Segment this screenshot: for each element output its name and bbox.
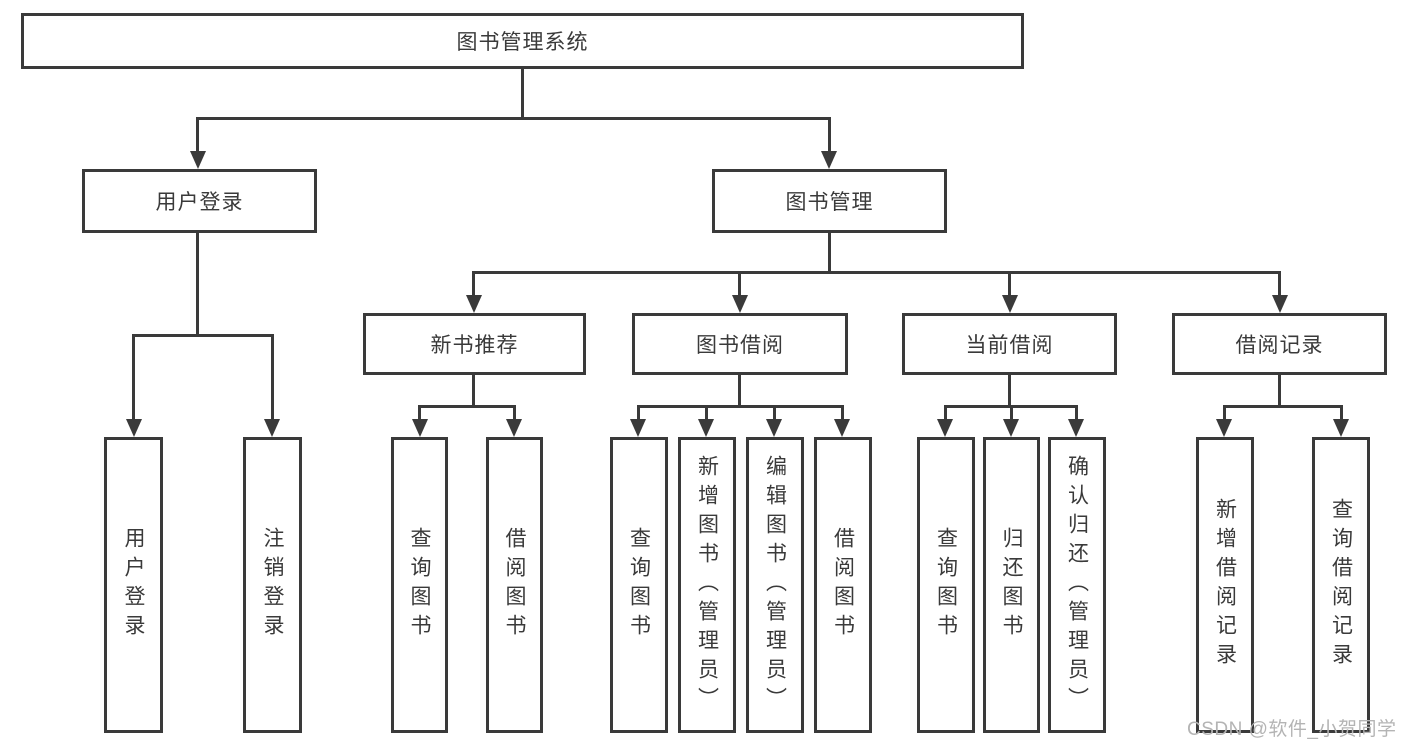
connector-line xyxy=(944,408,947,421)
arrowhead-down-icon xyxy=(630,419,646,437)
leaf-label: 查询图书 xyxy=(934,527,958,643)
node-label: 当前借阅 xyxy=(965,334,1054,357)
leaf-current-query-books: 查询图书 xyxy=(917,437,975,733)
connector-line xyxy=(828,233,831,274)
arrowhead-down-icon xyxy=(264,419,280,437)
leaf-records-query-record: 查询借阅记录 xyxy=(1312,437,1370,733)
connector-line xyxy=(196,117,831,120)
connector-line xyxy=(513,408,516,421)
node-label: 图书借阅 xyxy=(696,334,784,357)
leaf-label: 归还图书 xyxy=(1000,527,1023,643)
arrowhead-down-icon xyxy=(1272,295,1288,313)
connector-line xyxy=(1278,375,1281,408)
arrowhead-down-icon xyxy=(1003,419,1019,437)
connector-line xyxy=(196,120,199,153)
leaf-label: 借阅图书 xyxy=(831,527,855,643)
arrowhead-down-icon xyxy=(466,295,482,313)
node-borrowing-records: 借阅记录 xyxy=(1172,313,1387,375)
leaf-borrow-borrow-books: 借阅图书 xyxy=(814,437,872,733)
connector-line xyxy=(132,334,274,337)
leaf-logout: 注销登录 xyxy=(243,437,302,733)
arrowhead-down-icon xyxy=(1002,295,1018,313)
arrowhead-down-icon xyxy=(937,419,953,437)
leaf-records-add-record: 新增借阅记录 xyxy=(1196,437,1254,733)
connector-line xyxy=(637,408,640,421)
leaf-label: 注销登录 xyxy=(261,527,284,643)
csdn-watermark: CSDN @软件_小贺同学 xyxy=(1187,719,1397,740)
leaf-borrow-add-books-admin: 新增图书（管理员） xyxy=(678,437,736,733)
node-label: 图书管理系统 xyxy=(456,31,589,54)
connector-line xyxy=(828,120,831,153)
connector-line xyxy=(1008,375,1011,408)
leaf-label: 新增借阅记录 xyxy=(1213,498,1237,672)
node-new-book-recommend: 新书推荐 xyxy=(363,313,586,375)
connector-line xyxy=(472,274,475,297)
arrowhead-down-icon xyxy=(126,419,142,437)
connector-line xyxy=(1223,408,1226,421)
connector-line xyxy=(271,337,274,421)
arrowhead-down-icon xyxy=(834,419,850,437)
node-book-borrowing: 图书借阅 xyxy=(632,313,848,375)
arrowhead-down-icon xyxy=(506,419,522,437)
leaf-label: 查询图书 xyxy=(627,527,651,643)
arrowhead-down-icon xyxy=(821,151,837,169)
connector-line xyxy=(1010,408,1013,421)
arrowhead-down-icon xyxy=(1068,419,1084,437)
connector-line xyxy=(472,375,475,408)
leaf-newrec-query-books: 查询图书 xyxy=(391,437,448,733)
connector-line xyxy=(738,375,741,408)
connector-line xyxy=(1223,405,1343,408)
leaf-current-confirm-return-admin: 确认归还（管理员） xyxy=(1048,437,1106,733)
node-label: 图书管理 xyxy=(785,191,874,214)
arrowhead-down-icon xyxy=(1216,419,1232,437)
connector-line xyxy=(418,405,516,408)
node-user-login: 用户登录 xyxy=(82,169,317,233)
leaf-newrec-borrow-books: 借阅图书 xyxy=(486,437,543,733)
leaf-user-login: 用户登录 xyxy=(104,437,163,733)
connector-line xyxy=(1278,274,1281,297)
node-library-system: 图书管理系统 xyxy=(21,13,1024,69)
node-book-management: 图书管理 xyxy=(712,169,947,233)
arrowhead-down-icon xyxy=(732,295,748,313)
connector-line xyxy=(196,233,199,337)
node-label: 新书推荐 xyxy=(430,334,519,357)
leaf-label: 确认归还（管理员） xyxy=(1065,454,1089,716)
leaf-borrow-query-books: 查询图书 xyxy=(610,437,668,733)
leaf-label: 查询图书 xyxy=(408,527,431,643)
connector-line xyxy=(1340,408,1343,421)
connector-line xyxy=(418,408,421,421)
leaf-borrow-edit-books-admin: 编辑图书（管理员） xyxy=(746,437,804,733)
connector-line xyxy=(472,271,1281,274)
leaf-current-return-books: 归还图书 xyxy=(983,437,1040,733)
connector-line xyxy=(738,274,741,297)
connector-line xyxy=(705,408,708,421)
leaf-label: 用户登录 xyxy=(122,527,145,643)
connector-line xyxy=(773,408,776,421)
leaf-label: 查询借阅记录 xyxy=(1329,498,1353,672)
arrowhead-down-icon xyxy=(412,419,428,437)
node-current-borrowing: 当前借阅 xyxy=(902,313,1117,375)
node-label: 用户登录 xyxy=(155,191,244,214)
connector-line xyxy=(944,405,1078,408)
connector-line xyxy=(1008,274,1011,297)
leaf-label: 编辑图书（管理员） xyxy=(763,454,787,716)
arrowhead-down-icon xyxy=(190,151,206,169)
connector-line xyxy=(132,337,135,421)
connector-line xyxy=(1075,408,1078,421)
arrowhead-down-icon xyxy=(1333,419,1349,437)
node-label: 借阅记录 xyxy=(1235,334,1324,357)
arrowhead-down-icon xyxy=(766,419,782,437)
leaf-label: 借阅图书 xyxy=(503,527,526,643)
arrowhead-down-icon xyxy=(698,419,714,437)
connector-line xyxy=(521,69,524,120)
connector-line xyxy=(841,408,844,421)
connector-line xyxy=(637,405,844,408)
leaf-label: 新增图书（管理员） xyxy=(695,454,719,716)
